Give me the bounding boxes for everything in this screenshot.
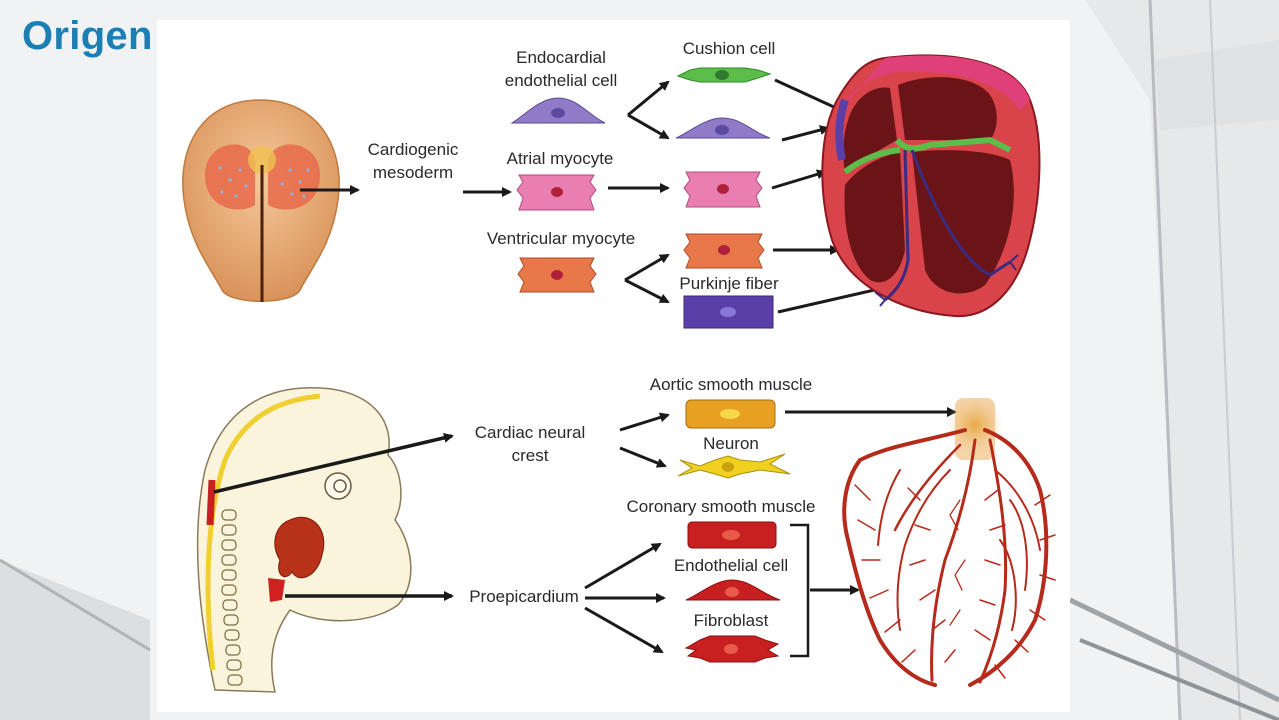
label-cardiogenic-mesoderm-1: Cardiogenic <box>368 140 459 159</box>
label-fibroblast: Fibroblast <box>694 611 769 630</box>
label-ventricular-myocyte: Ventricular myocyte <box>487 229 635 248</box>
label-cardiac-neural-crest-1: Cardiac neural <box>475 423 586 442</box>
label-cushion-cell: Cushion cell <box>683 39 776 58</box>
embryo-disc-illustration <box>182 99 340 302</box>
label-neuron: Neuron <box>703 434 759 453</box>
atrial-myocyte-shape <box>516 174 597 211</box>
ventricular-myocyte-2-shape <box>683 233 765 269</box>
heart-cross-section-illustration <box>821 54 1041 318</box>
label-endothelial-cell: Endothelial cell <box>674 556 788 575</box>
label-cardiogenic-mesoderm-2: mesoderm <box>373 163 453 182</box>
neuron-shape <box>677 453 791 479</box>
atrial-myocyte-2-shape <box>683 171 763 208</box>
label-endocardial-1: Endocardial <box>516 48 606 67</box>
aortic-smooth-muscle-shape <box>685 399 776 429</box>
endocardial-cell-2-shape <box>675 117 771 139</box>
coronary-smooth-muscle-shape <box>687 521 777 549</box>
label-cardiac-neural-crest-2: crest <box>512 446 549 465</box>
endothelial-cell-shape <box>685 579 781 601</box>
label-atrial-myocyte: Atrial myocyte <box>507 149 614 168</box>
label-coronary-smooth-muscle: Coronary smooth muscle <box>627 497 816 516</box>
label-purkinje-fiber: Purkinje fiber <box>679 274 779 293</box>
label-proepicardium: Proepicardium <box>469 587 579 606</box>
embryo-side-view-illustration <box>196 387 412 693</box>
fibroblast-shape <box>684 635 780 663</box>
cushion-cell-shape <box>676 67 772 83</box>
ventricular-myocyte-shape <box>517 257 597 293</box>
endocardial-cell-shape <box>510 97 606 124</box>
label-endocardial-2: endothelial cell <box>505 71 617 90</box>
label-aortic-smooth-muscle: Aortic smooth muscle <box>650 375 813 394</box>
cell-origin-figure: Cardiogenic mesoderm Endocardial endothe… <box>157 20 1070 712</box>
purkinje-fiber-shape <box>683 295 774 329</box>
coronary-vessels-illustration <box>842 397 1056 687</box>
